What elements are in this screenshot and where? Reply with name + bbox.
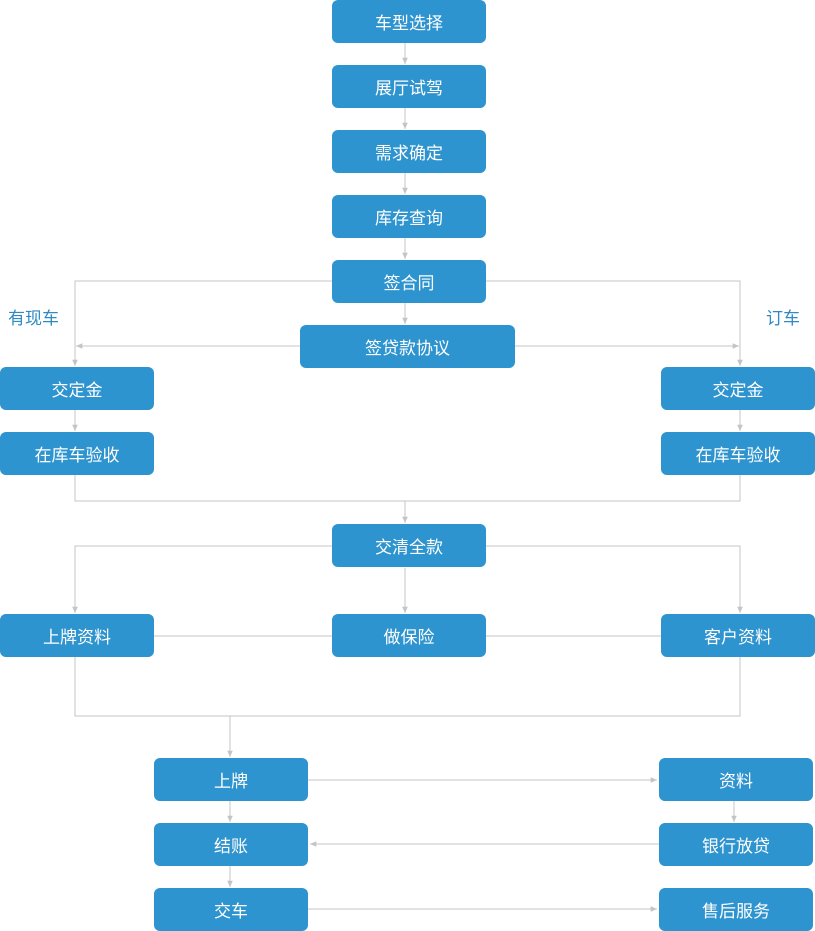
label-in-stock: 有现车 bbox=[8, 309, 59, 329]
node-deposit-right: 交定金 bbox=[661, 367, 815, 410]
node-sign-contract: 签合同 bbox=[332, 260, 486, 303]
label-order-car: 订车 bbox=[766, 309, 800, 329]
arrow-pay-to-customer-docs bbox=[486, 545, 743, 613]
node-delivery: 交车 bbox=[154, 888, 308, 931]
arrow-pay-to-plate-docs bbox=[72, 545, 332, 613]
node-pay-full: 交清全款 bbox=[332, 524, 486, 567]
node-inspect-left: 在库车验收 bbox=[0, 432, 154, 475]
line-docs-merge bbox=[74, 657, 741, 717]
node-inventory-query: 库存查询 bbox=[332, 195, 486, 238]
node-showroom-test-drive: 展厅试驾 bbox=[332, 65, 486, 108]
node-inspect-right: 在库车验收 bbox=[661, 432, 815, 475]
node-plate: 上牌 bbox=[154, 758, 308, 801]
node-customer-docs: 客户资料 bbox=[661, 614, 815, 657]
line-left-inspect-merge bbox=[74, 475, 741, 502]
arrow-contract-to-left-deposit bbox=[72, 280, 332, 366]
node-car-select: 车型选择 bbox=[332, 0, 486, 43]
node-deposit-left: 交定金 bbox=[0, 367, 154, 410]
node-after-sales: 售后服务 bbox=[659, 888, 813, 931]
arrow-contract-to-right-deposit bbox=[486, 280, 743, 366]
node-sign-loan-agreement: 签贷款协议 bbox=[300, 325, 515, 368]
node-plate-docs: 上牌资料 bbox=[0, 614, 154, 657]
node-needs-confirm: 需求确定 bbox=[332, 130, 486, 173]
node-docs: 资料 bbox=[659, 758, 813, 801]
node-checkout: 结账 bbox=[154, 823, 308, 866]
node-bank-loan: 银行放贷 bbox=[659, 823, 813, 866]
node-insurance: 做保险 bbox=[332, 614, 486, 657]
